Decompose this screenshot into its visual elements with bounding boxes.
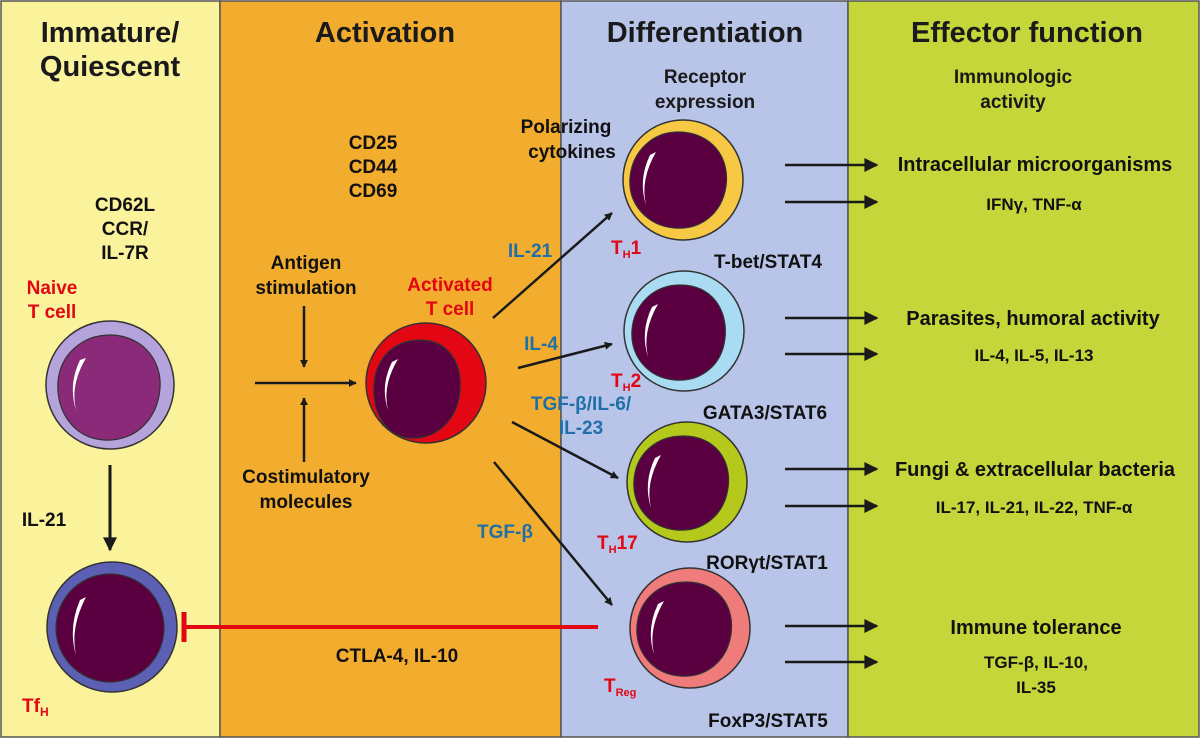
th1-effect: Intracellular microorganisms — [898, 154, 1173, 176]
marker-cd62l: CD62L — [95, 195, 156, 216]
immunologic-activity-line1: Immunologic — [954, 67, 1073, 88]
th17-cell — [626, 421, 748, 543]
cytokine-treg-label: TGF-β — [477, 522, 533, 543]
cytokine-th17-label-line2: IL-23 — [559, 418, 603, 439]
marker-cd44: CD44 — [349, 157, 398, 178]
treg-receptor: FoxP3/STAT5 — [708, 711, 828, 732]
arrow-to-th2 — [517, 341, 613, 370]
marker-ccr: CCR/ — [102, 219, 149, 240]
treg-effect: Immune tolerance — [950, 617, 1121, 639]
marker-il7r: IL-7R — [101, 243, 149, 264]
immature-title-line1: Immature/ — [41, 17, 180, 49]
th1-receptor: T-bet/STAT4 — [714, 252, 822, 273]
ctla-label: CTLA-4, IL-10 — [336, 646, 458, 667]
receptor-expression-line1: Receptor — [664, 67, 747, 88]
th1-cell — [622, 119, 744, 241]
costim-label-line2: molecules — [260, 492, 353, 513]
arrow-to-th17 — [511, 420, 619, 480]
antigen-label-line1: Antigen — [271, 253, 342, 274]
marker-cd69: CD69 — [349, 181, 398, 202]
cytokine-th17-label-line1: TGF-β/IL-6/ — [531, 394, 632, 415]
th17-label: TH17 — [597, 533, 638, 556]
treg-cell — [629, 567, 751, 689]
il21-label-immature: IL-21 — [22, 510, 67, 531]
th2-label: TH2 — [611, 371, 641, 394]
th2-cell — [623, 270, 745, 392]
activated-label-line2: T cell — [426, 299, 475, 320]
naive-label-line2: T cell — [28, 302, 77, 323]
polarizing-label-line2: cytokines — [528, 142, 616, 163]
th2-effect: Parasites, humoral activity — [906, 308, 1160, 330]
costim-label-line1: Costimulatory — [242, 467, 370, 488]
activation-title: Activation — [315, 17, 455, 49]
differentiation-title: Differentiation — [607, 17, 804, 49]
cytokine-th1-label: IL-21 — [508, 241, 553, 262]
receptor-expression-line2: expression — [655, 92, 755, 113]
immature-title-line2: Quiescent — [40, 51, 181, 83]
panel-effector — [847, 0, 1200, 738]
marker-cd25: CD25 — [349, 133, 398, 154]
th17-receptor: RORγt/STAT1 — [706, 553, 828, 574]
antigen-label-line2: stimulation — [255, 278, 356, 299]
treg-cytokines-line1: TGF-β, IL-10, — [984, 653, 1088, 672]
treg-label: TReg — [604, 676, 636, 699]
immunologic-activity-line2: activity — [980, 92, 1046, 113]
activated-t-cell — [365, 322, 487, 444]
arrow-to-th1 — [492, 212, 613, 319]
th2-receptor: GATA3/STAT6 — [703, 403, 827, 424]
treg-cytokines-line2: IL-35 — [1016, 678, 1056, 697]
polarizing-label-line1: Polarizing — [521, 117, 612, 138]
th1-label: TH1 — [611, 238, 642, 261]
th17-cytokines: IL-17, IL-21, IL-22, TNF-α — [936, 498, 1133, 517]
activated-label-line1: Activated — [407, 275, 493, 296]
naive-t-cell — [45, 320, 175, 450]
naive-label-line1: Naive — [27, 278, 78, 299]
effector-title: Effector function — [911, 17, 1143, 49]
tfh-label: TfH — [22, 696, 49, 719]
th17-effect: Fungi & extracellular bacteria — [895, 459, 1176, 481]
cytokine-th2-label: IL-4 — [524, 334, 558, 355]
tfh-cell — [46, 561, 178, 693]
arrow-to-treg — [493, 461, 613, 606]
th2-cytokines: IL-4, IL-5, IL-13 — [974, 346, 1093, 365]
th1-cytokines: IFNγ, TNF-α — [986, 195, 1082, 214]
